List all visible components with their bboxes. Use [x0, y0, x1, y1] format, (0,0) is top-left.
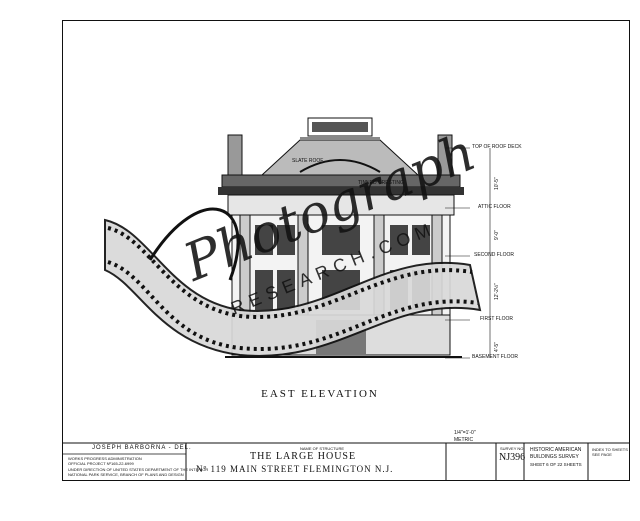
drawing-sheet-border: [62, 20, 630, 481]
structure-name: THE LARGE HOUSE: [250, 451, 357, 462]
index-line-2: SEE PAGE: [592, 452, 612, 457]
agency-line-4: NATIONAL PARK SERVICE, BRANCH OF PLANS A…: [68, 472, 184, 477]
dimension-roof-to-attic: 10'-5": [494, 177, 500, 190]
level-label-second: SECOND FLOOR: [474, 252, 515, 258]
name-of-structure-caption: NAME OF STRUCTURE: [300, 446, 344, 451]
habs-line-2: BUILDINGS SURVEY: [530, 454, 579, 460]
index-line-1: INDEX TO SHEETS: [592, 447, 628, 452]
dimension-attic-to-second: 9'-0": [494, 230, 500, 240]
level-label-roof-deck: TOP OF ROOF DECK: [472, 144, 522, 150]
delineator-credit: JOSEPH BARBORNA - DEL.: [92, 445, 192, 451]
scale-imperial: 1/4"=1'-0": [454, 430, 476, 436]
note-tinned-cresting: TINNED CRESTING: [358, 180, 404, 186]
drawing-caption: EAST ELEVATION: [261, 388, 379, 400]
habs-line-1: HISTORIC AMERICAN: [530, 447, 582, 453]
note-fixed-glass: FIXED GLASS: [236, 313, 269, 319]
dimension-first-to-basement: 4'-5": [494, 342, 500, 352]
agency-line-1: WORKS PROGRESS ADMINISTRATION: [68, 456, 142, 461]
structure-address: Nº 119 MAIN STREET FLEMINGTON N.J.: [196, 464, 394, 474]
dimension-second-to-first: 12'-2½": [494, 283, 500, 300]
survey-number: NJ396: [499, 452, 526, 463]
level-label-basement: BASEMENT FLOOR: [472, 354, 519, 360]
agency-line-2: OFFICIAL PROJECT Nº165-22-6999: [68, 461, 134, 466]
agency-line-3: UNDER DIRECTION OF UNITED STATES DEPARTM…: [68, 467, 209, 472]
level-label-first: FIRST FLOOR: [480, 316, 513, 322]
note-slate-roof: SLATE ROOF: [292, 158, 324, 164]
level-label-attic: ATTIC FLOOR: [478, 204, 511, 210]
sheet-number: SHEET 6 OF 22 SHEETS: [530, 462, 582, 467]
survey-number-caption: SURVEY NO.: [500, 446, 525, 451]
scale-metric: METRIC: [454, 437, 474, 443]
